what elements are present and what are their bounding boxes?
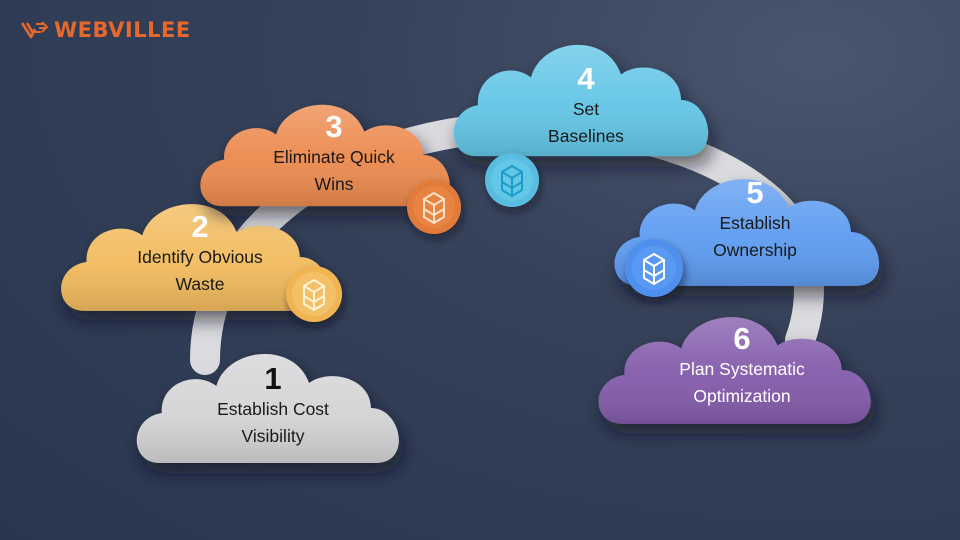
server-box-icon: [485, 153, 539, 207]
step-5-title-line2: Ownership: [713, 240, 797, 260]
step-2-title-line2: Waste: [175, 274, 225, 294]
step-3-title-line1: Eliminate Quick: [273, 147, 395, 167]
step-5-label: 5 Establish Ownership: [713, 176, 797, 264]
step-4-title-line1: Set: [572, 99, 600, 119]
server-box-icon: [407, 180, 461, 234]
server-box-icon: [625, 239, 683, 297]
step-1-title-line2: Visibility: [241, 426, 305, 446]
step-1-title-line1: Establish Cost: [217, 399, 329, 419]
step-2-number: 2: [191, 209, 209, 244]
webvillee-logo-icon: [21, 21, 49, 39]
step-5-title-line1: Establish: [719, 213, 791, 233]
step-3-title-line2: Wins: [314, 174, 354, 194]
step-6-title-line2: Optimization: [693, 386, 791, 406]
step-6-label: 6 Plan Systematic Optimization: [679, 322, 804, 410]
step-6-number: 6: [733, 321, 751, 356]
server-box-icon: [286, 266, 342, 322]
step-4-number: 4: [577, 61, 595, 96]
step-1-number: 1: [264, 361, 282, 396]
step-3-label: 3 Eliminate Quick Wins: [273, 110, 395, 198]
step-6-title-line1: Plan Systematic: [679, 359, 805, 379]
step-5-number: 5: [746, 175, 764, 210]
step-4-label: 4 Set Baselines: [548, 62, 624, 150]
step-4-title-line2: Baselines: [548, 126, 624, 146]
step-2-label: 2 Identify Obvious Waste: [137, 210, 262, 298]
step-2-title-line1: Identify Obvious: [137, 247, 263, 267]
brand-logo: WEBVILLEE: [21, 18, 191, 42]
step-1-label: 1 Establish Cost Visibility: [217, 362, 329, 450]
brand-name: WEBVILLEE: [54, 18, 191, 42]
step-3-number: 3: [325, 109, 343, 144]
